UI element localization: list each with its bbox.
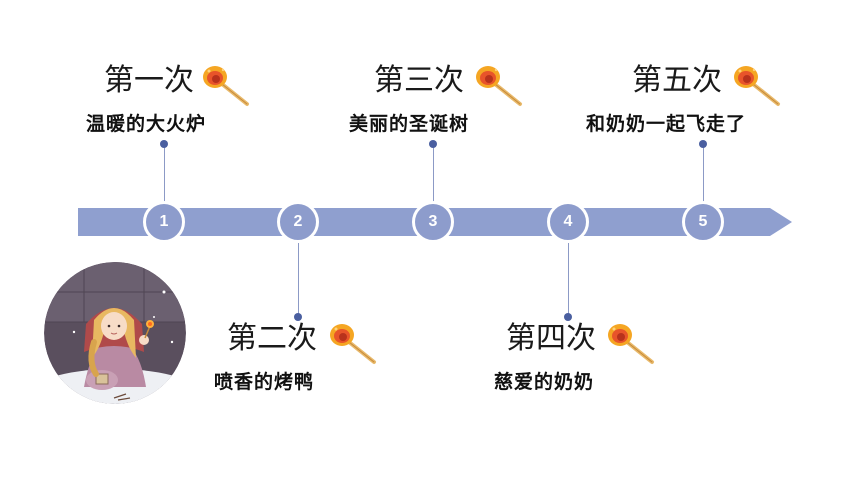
connector-line-2 bbox=[298, 243, 299, 315]
event-2-subtitle: 喷香的烤鸭 bbox=[214, 371, 315, 393]
connector-dot-3 bbox=[429, 140, 437, 148]
connector-dot-2 bbox=[294, 313, 302, 321]
timeline-node-2: 2 bbox=[277, 201, 319, 243]
event-4-subtitle: 慈爱的奶奶 bbox=[494, 371, 595, 393]
event-3-subtitle: 美丽的圣诞树 bbox=[349, 113, 470, 135]
burning-match-icon bbox=[734, 66, 780, 106]
timeline-arrow-head bbox=[770, 208, 792, 236]
connector-dot-1 bbox=[160, 140, 168, 148]
burning-match-icon bbox=[330, 324, 376, 364]
event-2-title: 第二次 bbox=[227, 321, 317, 356]
event-5-subtitle: 和奶奶一起飞走了 bbox=[586, 113, 747, 135]
burning-match-icon bbox=[203, 66, 249, 106]
event-5-title: 第五次 bbox=[632, 63, 722, 98]
little-match-girl-illustration bbox=[44, 262, 186, 404]
connector-dot-5 bbox=[699, 140, 707, 148]
event-4-title: 第四次 bbox=[506, 321, 596, 356]
connector-line-3 bbox=[433, 146, 434, 202]
event-3-title: 第三次 bbox=[374, 63, 464, 98]
timeline-node-1: 1 bbox=[143, 201, 185, 243]
timeline-node-4: 4 bbox=[547, 201, 589, 243]
connector-line-5 bbox=[703, 146, 704, 202]
burning-match-icon bbox=[476, 66, 522, 106]
timeline-node-3: 3 bbox=[412, 201, 454, 243]
connector-line-1 bbox=[164, 146, 165, 202]
connector-dot-4 bbox=[564, 313, 572, 321]
burning-match-icon bbox=[608, 324, 654, 364]
event-1-title: 第一次 bbox=[104, 63, 194, 98]
event-1-subtitle: 温暖的大火炉 bbox=[86, 113, 207, 135]
connector-line-4 bbox=[568, 243, 569, 315]
timeline-node-5: 5 bbox=[682, 201, 724, 243]
